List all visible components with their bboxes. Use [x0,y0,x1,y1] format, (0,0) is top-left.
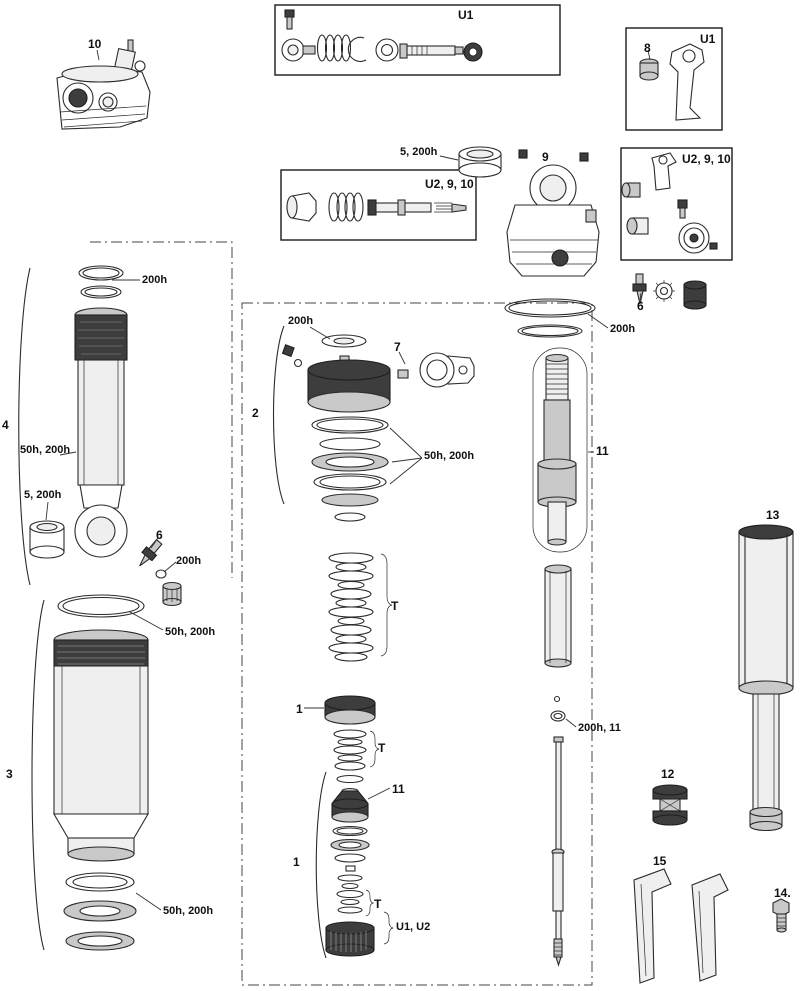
u2-mid-parts-drawing [286,192,467,222]
air-can-drawing [53,629,149,862]
ring-stack-drawing [330,825,370,863]
part-14-drawing [772,898,790,933]
bushing-5-200h-left-drawing [29,520,65,559]
bushing-5-200h-top-drawing [458,146,502,178]
label-u1-u2-group: U1, U2 [396,921,431,933]
label-shim-stack-t3: T [374,897,382,911]
brace-t2 [369,730,380,768]
gland-nut-drawing [162,581,182,607]
label-shim-stack-t1: T [391,599,399,613]
damper-body-drawing [74,307,128,558]
part-10-drawing [56,39,151,130]
shim-stack-2-drawing [333,729,367,771]
bracket-1-lower [315,771,327,959]
brace-t1 [380,553,393,657]
label-part-15: 15 [653,854,667,868]
label-section-2: 2 [252,406,259,420]
seal-stack-drawing [311,416,389,522]
label-section-3: 3 [6,767,13,781]
label-seals-50h-200h-upper: 50h, 200h [20,444,71,456]
leader-lines [45,49,651,911]
brace-t3 [365,889,375,917]
u1-top-parts-drawing [281,9,483,62]
label-u2-9-10-mid-box: U2, 9, 10 [425,177,474,191]
star-washer-drawing [653,280,675,302]
u2-9-10-mid-box [280,169,477,241]
bracket-4 [18,267,31,586]
washer-drawing [336,774,364,784]
reservoir-piston-drawing [325,921,375,957]
part-6-left-drawing [139,538,163,567]
brace-u1u2 [383,911,394,945]
u1-right-parts-drawing [639,43,705,121]
part-12-drawing [652,784,688,826]
u1-top-box [274,4,561,76]
damper-shaft-drawing [544,564,572,668]
section2-dashdot-region [241,302,593,986]
label-part-6-right: 6 [637,299,644,313]
part-9-drawing [504,149,600,338]
part-15-drawing [633,868,729,984]
ball-drawing [553,695,561,703]
label-part-1-lower: 1 [293,855,300,869]
oring-200h-left-drawing [155,569,167,579]
label-bushing-5-200h-left: 5, 200h [24,489,62,501]
label-part-12: 12 [661,767,675,781]
label-oring-200h-left: 200h [176,555,202,567]
air-can-seals-drawing [63,872,137,951]
label-aircan-50h-200h-top: 50h, 200h [165,626,216,638]
label-aircan-50h-200h-bottom: 50h, 200h [163,905,214,917]
u2-right-parts-drawing [621,152,718,254]
shim-stack-1-drawing [328,552,374,662]
label-shim-stack-t2: T [378,741,386,755]
label-u2-9-10-right-box: U2, 9, 10 [682,152,731,166]
bracket-2 [272,325,285,505]
part-1-upper-drawing [324,695,376,725]
label-part-1-upper: 1 [296,702,303,716]
label-part-14: 14. [774,886,791,900]
label-oring-200h-right: 200h [610,323,636,335]
label-oring-200h-11: 200h, 11 [578,722,621,734]
u1-right-box [625,27,723,131]
label-part-10: 10 [88,37,102,51]
label-part-6-left: 6 [156,528,163,542]
section4-dashdot-region [90,241,233,578]
bracket-3 [31,599,45,951]
u2-9-10-right-box [620,147,733,261]
label-part-7: 7 [394,340,401,354]
label-piston-200h: 200h [288,315,314,327]
label-shims-50h-200h: 50h, 200h [424,450,475,462]
piston-assembly-drawing [281,334,391,413]
label-u1-right-box: U1 [700,32,716,46]
label-part-11-center: 11 [392,782,405,796]
rebound-rod-drawing [551,736,565,967]
label-orings-200h: 200h [142,274,168,286]
label-part-9: 9 [542,150,549,164]
label-u1-top-box: U1 [458,8,474,22]
label-part-8: 8 [644,41,651,55]
orings-200h-drawing [78,265,124,299]
end-cap-drawing [683,280,707,310]
part-13-drawing [738,524,794,832]
label-section-4: 4 [2,418,9,432]
label-part-11-right: 11 [596,444,609,458]
oring-200h-11-drawing [550,710,566,722]
part-7-clamp-drawing [397,352,475,388]
part-11-center-drawing [331,787,369,823]
label-bushing-5-200h-top: 5, 200h [400,146,438,158]
label-part-13: 13 [766,508,780,522]
part-11-right-outline [532,347,588,553]
small-parts-stack-drawing [336,865,364,914]
air-can-oring-drawing [57,594,145,618]
part-11-right-drawing [537,353,577,546]
